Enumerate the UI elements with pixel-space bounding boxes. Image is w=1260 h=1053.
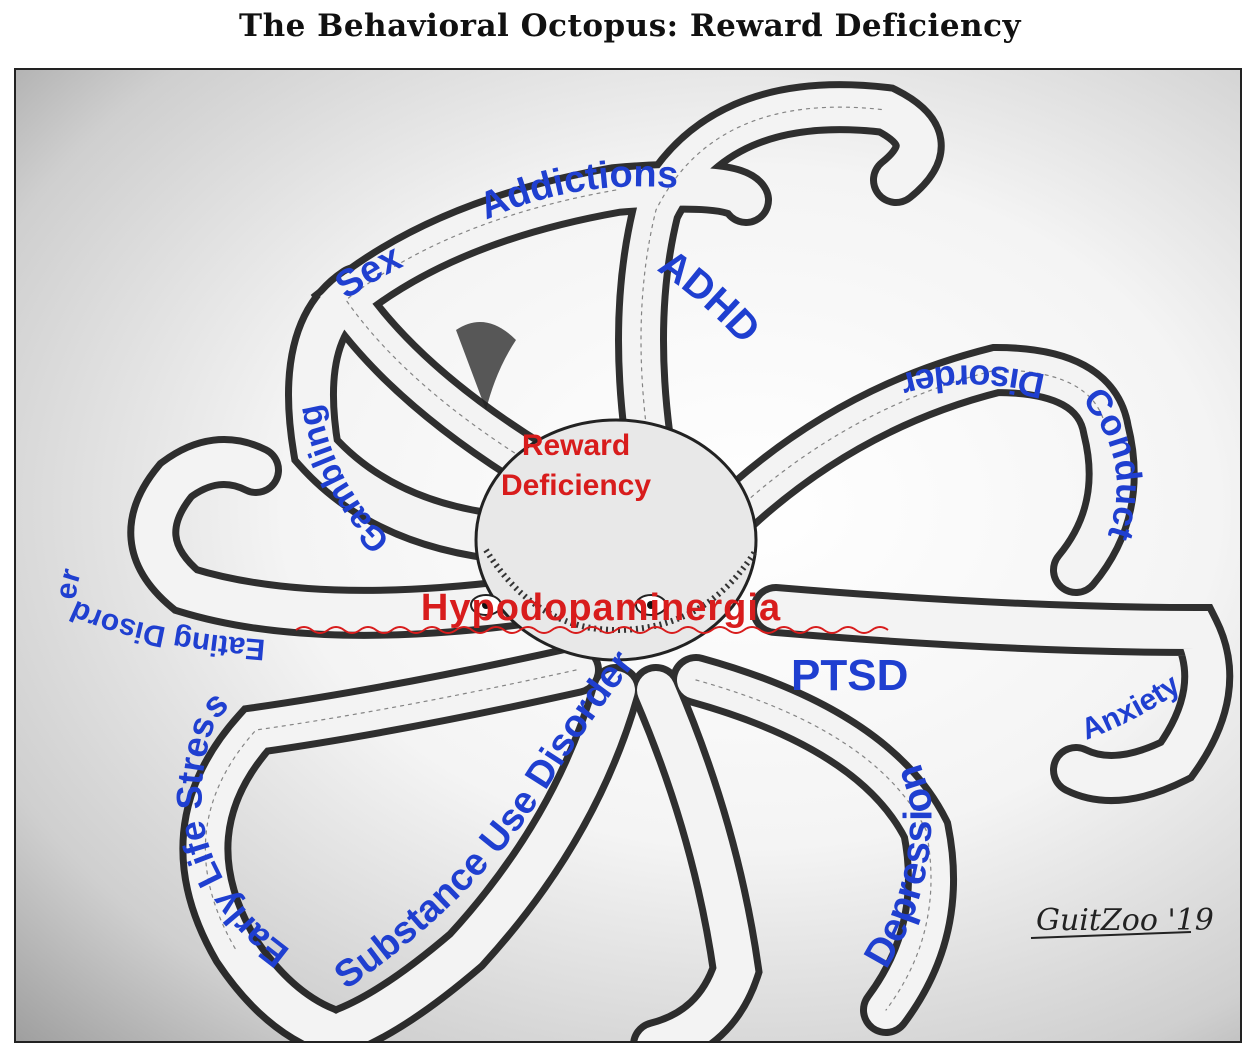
- label-ptsd: PTSD: [791, 651, 908, 700]
- hypodopaminergia-label: Hypodopaminergia: [421, 587, 781, 629]
- wavy-underline: [295, 626, 889, 634]
- illustration-panel: Reward Deficiency Hypodopaminergia Sex A…: [14, 68, 1242, 1043]
- octopus-illustration: Reward Deficiency Hypodopaminergia Sex A…: [50, 81, 1234, 1041]
- tentacles: [127, 81, 1234, 1041]
- reward-label: Reward: [522, 429, 630, 462]
- octopus-body: [456, 322, 759, 662]
- deficiency-label: Deficiency: [501, 469, 651, 502]
- signature-underline: [1030, 931, 1192, 939]
- figure-title: The Behavioral Octopus: Reward Deficienc…: [239, 8, 1021, 44]
